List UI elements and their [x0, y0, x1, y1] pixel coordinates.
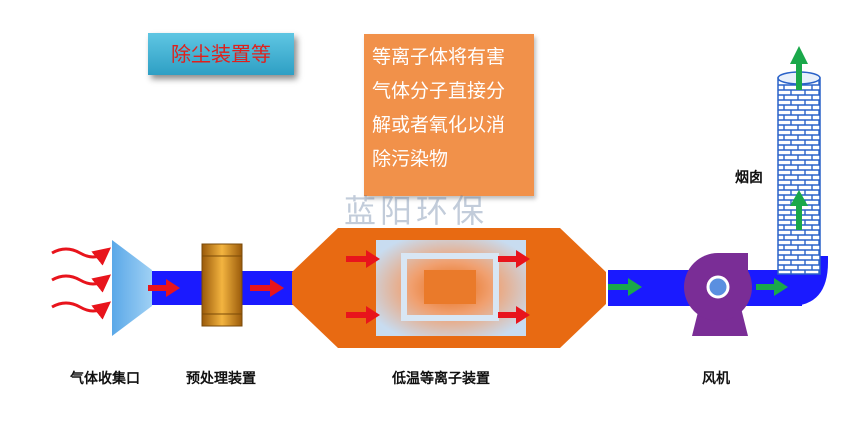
plasma-device-label: 低温等离子装置: [392, 371, 490, 387]
description-line: 等离子体将有害: [372, 46, 506, 68]
green-flow-arrows: [608, 278, 788, 296]
chimney: [777, 71, 821, 275]
chimney-green-arrows: [790, 46, 808, 230]
watermark: 蓝阳环保: [344, 192, 489, 230]
fan: [684, 253, 752, 336]
chimney-label: 烟囱: [735, 170, 763, 186]
gas-collector-cone: [112, 240, 152, 336]
pretreatment-label: 预处理装置: [186, 371, 256, 387]
plasma-red-arrows: [346, 250, 530, 324]
pretreatment-device: [201, 243, 243, 327]
fan-hub: [706, 275, 730, 299]
incoming-air-arrows: [51, 247, 112, 320]
title-box: 除尘装置等: [148, 33, 294, 75]
description-line: 气体分子直接分: [372, 80, 506, 102]
description-box: 等离子体将有害 气体分子直接分 解或者氧化以消 除污染物: [364, 34, 534, 196]
description-line: 除污染物: [372, 148, 449, 170]
pipe-red-arrows: [148, 279, 284, 297]
gas-collector-label: 气体收集口: [70, 371, 140, 387]
description-line: 解或者氧化以消: [372, 114, 506, 136]
fan-label: 风机: [702, 371, 730, 387]
